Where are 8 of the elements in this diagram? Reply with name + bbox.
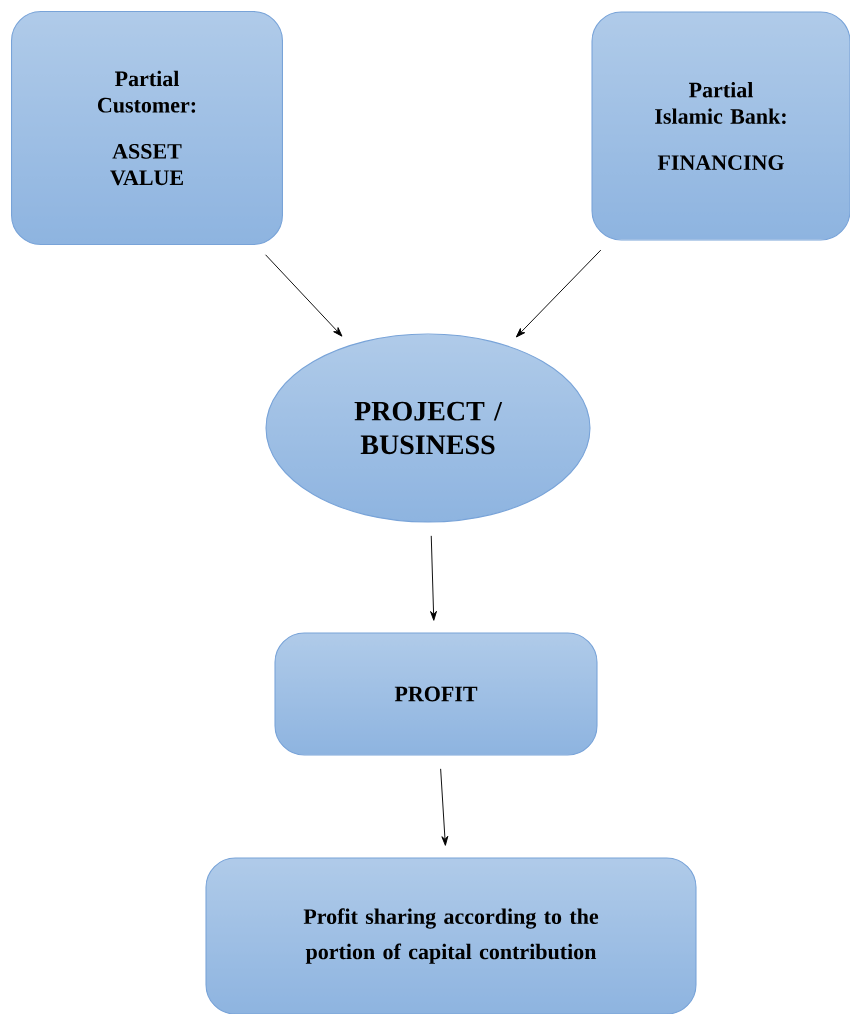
arrow: [440, 768, 449, 846]
process-box: Partial Customer: ASSET VALUE: [11, 10, 283, 246]
arrow: [515, 249, 602, 338]
arrow: [430, 535, 437, 621]
process-box: Profit sharing according to the portion of capital contribution: [205, 857, 697, 1014]
process-box: Partial Islamic Bank: FINANCING: [591, 11, 850, 241]
process-box: PROFIT: [274, 632, 598, 756]
arrow: [265, 254, 343, 337]
